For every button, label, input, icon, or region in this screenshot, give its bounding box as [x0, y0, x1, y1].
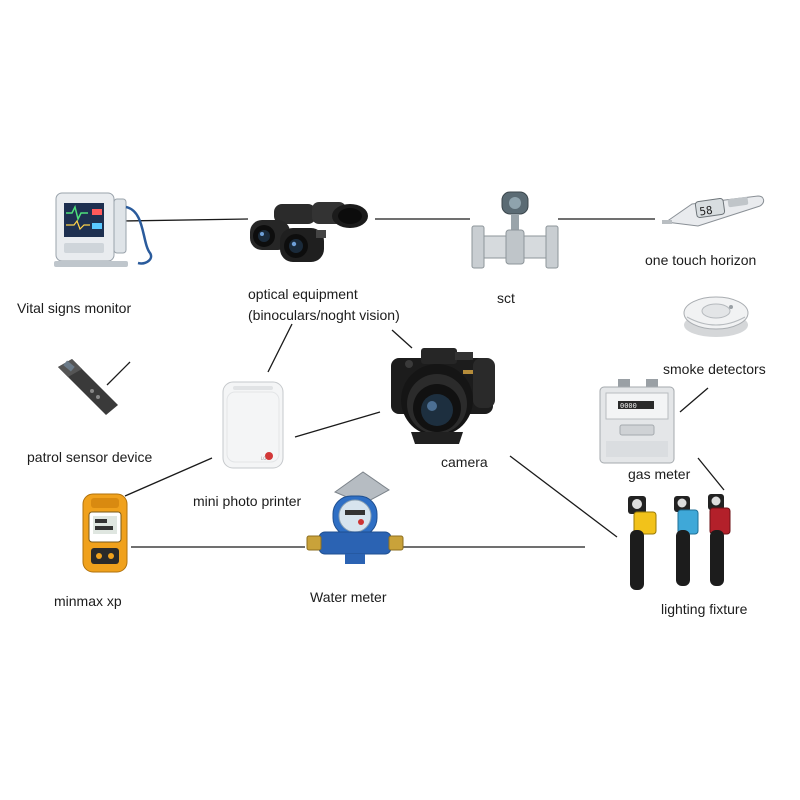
photo-printer-icon: LG: [219, 378, 289, 473]
link-camera-lighting: [509, 455, 618, 538]
gas-meter-icon: 0000: [598, 379, 676, 465]
link-gas-lighting: [697, 457, 725, 491]
one-touch-horizon-label: one touch horizon: [645, 252, 757, 268]
patrol-sensor-device-label: patrol sensor device: [27, 449, 153, 465]
link-optical-camera: [391, 329, 413, 349]
flashlight-icon: [620, 490, 735, 595]
vital-signs-monitor-icon: [50, 183, 160, 273]
vital-signs-monitor-label: Vital signs monitor: [17, 300, 132, 316]
smoke-detector-icon: [681, 287, 751, 341]
optical-equipment-sublabel: (binoculars/noght vision): [248, 307, 400, 323]
mini-photo-printer-label: mini photo printer: [193, 493, 302, 509]
patrol-sensor-icon: [52, 355, 122, 420]
svg-text:58: 58: [699, 204, 714, 219]
camera-label: camera: [441, 454, 488, 470]
glucose-meter-icon: 58: [662, 190, 767, 230]
water-meter-label: Water meter: [310, 589, 387, 605]
minmax-xp-label: minmax xp: [54, 593, 122, 609]
camera-icon: [385, 340, 505, 450]
gas-meter-label: gas meter: [628, 466, 691, 482]
smoke-detectors-label: smoke detectors: [663, 361, 766, 377]
link-printer-camera: [294, 411, 381, 438]
water-meter-icon: [305, 470, 405, 580]
sct-label: sct: [497, 290, 515, 306]
night-vision-binoculars-icon: [246, 198, 371, 268]
gas-detector-icon: [77, 490, 133, 576]
link-optical-printer: [267, 323, 293, 373]
lighting-fixture-label: lighting fixture: [661, 601, 748, 617]
flow-meter-icon: [470, 190, 560, 280]
svg-text:LG: LG: [261, 456, 266, 461]
link-vital-optical: [121, 218, 249, 222]
svg-text:0000: 0000: [620, 402, 637, 410]
link-patrol-stub: [106, 361, 131, 386]
link-printer-minmax: [124, 457, 213, 497]
optical-equipment-label: optical equipment: [248, 286, 358, 302]
link-smoke-gas: [679, 387, 709, 413]
